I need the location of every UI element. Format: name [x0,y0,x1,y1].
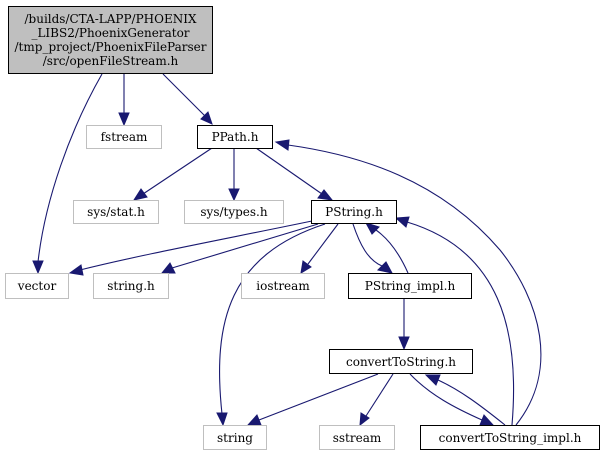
node-sys-stat: sys/stat.h [73,200,159,224]
arrowhead-stringh [160,262,176,274]
edge-ppath-sysstat [142,147,213,195]
edge-pstring-vector [79,220,313,271]
node-ppath[interactable]: PPath.h [197,125,273,149]
arrowhead-convertimpl-ppath [274,139,290,151]
node-pstring[interactable]: PString.h [311,200,397,224]
arrowhead-convert [398,336,410,351]
node-pstring-impl[interactable]: PString_impl.h [348,273,472,299]
root-line-2: _LIBS2/PhoenixGenerator [31,26,190,40]
arrowhead-pstring-string [216,412,228,427]
arrowhead-convert-string [246,414,262,426]
arrowhead-fstream [118,112,130,127]
arrowhead-systypes [228,188,240,202]
arrowhead-pstringimpl [376,261,393,274]
edge-pstring-iostream [307,223,339,265]
arrowhead-convertimpl [479,414,495,426]
node-sstream: sstream [319,425,395,450]
arrowhead-back-convert [424,374,441,386]
arrowhead-pstring-vector [68,264,84,276]
edge-pstring-stringh [171,223,319,269]
node-fstream: fstream [86,125,162,149]
arrowhead-sysstat [132,188,148,201]
edge-convertimpl-ppath [287,144,542,426]
node-string-h: string.h [93,273,169,299]
edge-root-ppath [162,73,206,117]
arrowhead-sstream [359,412,370,427]
arrowhead-pstring [317,189,334,201]
arrowhead-vector [32,260,44,275]
edge-ppath-pstring [255,147,323,195]
root-line-4: /src/openFileStream.h [42,54,179,68]
arrowhead-ppath [200,111,213,125]
edge-convert-sstream [365,373,394,417]
node-openfilestream-root[interactable]: /builds/CTA-LAPP/PHOENIX _LIBS2/PhoenixG… [8,6,213,74]
node-sys-types: sys/types.h [184,200,284,224]
node-converttostring-impl[interactable]: convertToString_impl.h [420,425,600,450]
edge-convertimpl-pstring [406,221,515,426]
node-iostream: iostream [241,273,325,299]
edge-pstring-string [219,223,326,415]
root-line-1: /builds/CTA-LAPP/PHOENIX [24,12,197,26]
arrowhead-iostream [300,260,312,274]
edge-convert-convertimpl [409,373,483,421]
edge-pstringimpl-pstring [375,229,409,274]
edge-convert-string [258,373,379,421]
root-line-3: /tmp_project/PhoenixFileParser [14,40,207,54]
node-vector: vector [5,273,69,299]
edge-convertimpl-convert [437,379,506,426]
node-converttostring[interactable]: convertToString.h [329,349,473,374]
arrowhead-convertimpl-pstring [394,216,410,228]
node-string: string [203,425,267,450]
edge-pstring-pstringimpl [352,223,383,267]
arrowhead-back-pstring [364,222,380,235]
edge-root-vector [37,73,103,263]
